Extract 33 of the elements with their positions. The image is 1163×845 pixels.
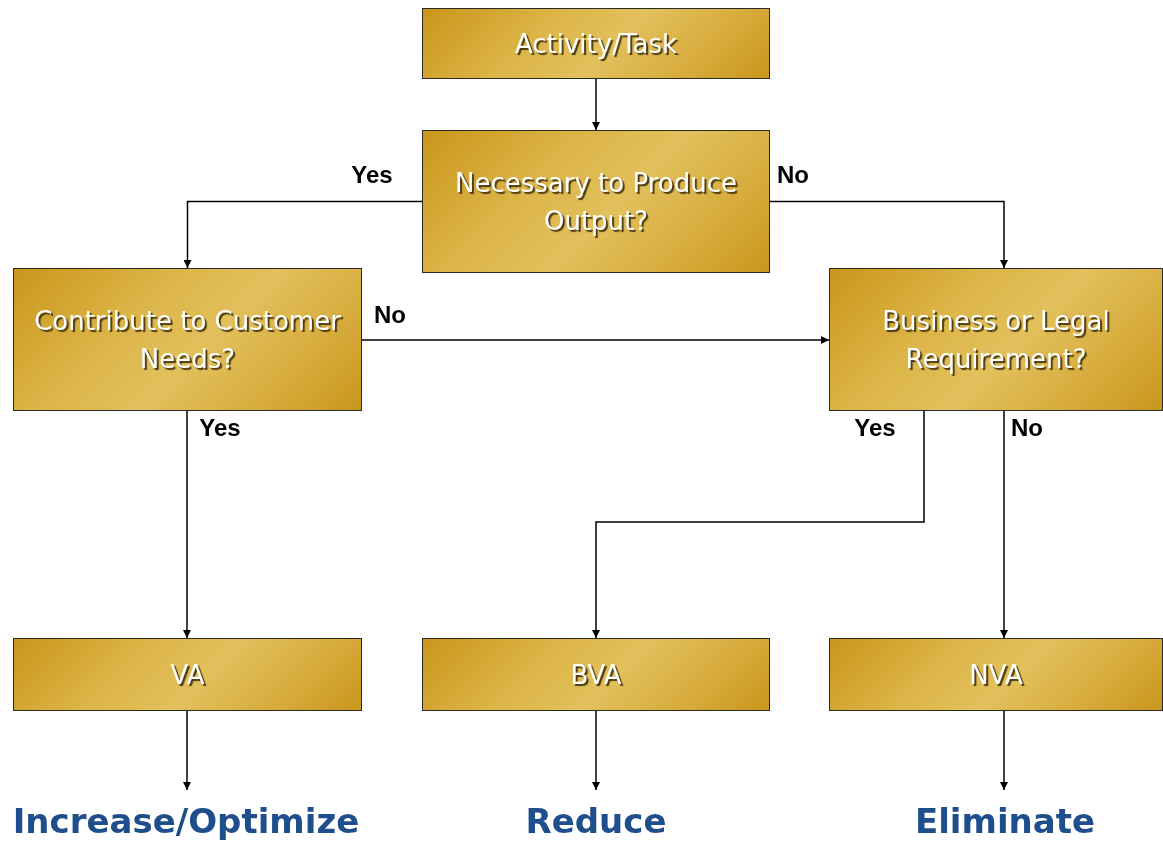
arrow <box>592 410 925 639</box>
arrow <box>361 336 830 344</box>
outcome-label: Increase/Optimize <box>8 796 364 845</box>
edge-label: Yes <box>351 161 393 189</box>
edge-label: No <box>374 301 406 329</box>
process-box <box>13 638 362 711</box>
box-label: NVA <box>969 658 1023 692</box>
box-label: Activity/Task <box>514 27 678 61</box>
process-box <box>422 638 770 711</box>
edge-label: No <box>1011 414 1043 442</box>
outcome-label: Reduce <box>480 796 712 845</box>
edge-label: Yes <box>199 414 241 442</box>
arrow <box>183 200 423 269</box>
box-label: Contribute to Customer Needs? <box>33 304 342 376</box>
box-label: BVA <box>570 658 622 692</box>
outcome-label: Eliminate <box>880 796 1130 845</box>
process-box <box>422 130 770 273</box>
arrow <box>592 710 600 791</box>
arrow <box>769 200 1008 269</box>
arrow <box>592 78 600 131</box>
box-label: Necessary to Produce Output? <box>454 166 738 238</box>
process-box <box>13 268 362 411</box>
arrow <box>1000 410 1008 639</box>
edge-label: No <box>777 161 809 189</box>
box-label: VA <box>170 658 205 692</box>
edge-label: Yes <box>854 414 896 442</box>
arrow <box>183 710 191 791</box>
arrow <box>1000 710 1008 791</box>
process-box <box>829 268 1163 411</box>
arrow <box>183 410 191 639</box>
process-box <box>422 8 770 79</box>
box-label: Business or Legal Requirement? <box>881 304 1111 376</box>
process-box <box>829 638 1163 711</box>
